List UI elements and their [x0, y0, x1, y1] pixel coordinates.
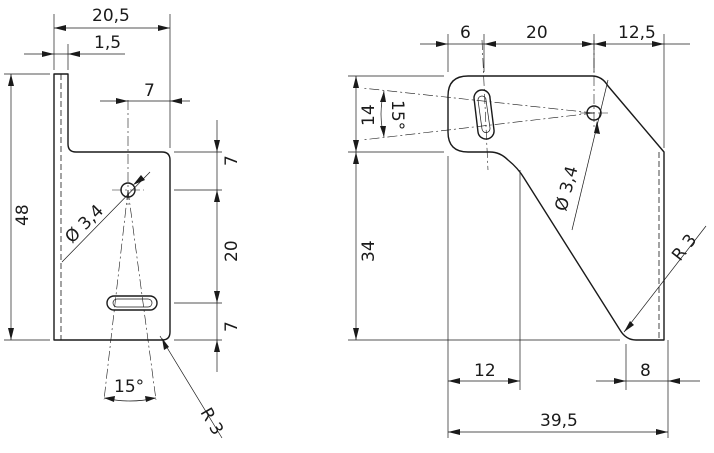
arrow [508, 378, 520, 384]
left-dim-bottom-gap: 7 [222, 321, 242, 332]
arrow [8, 328, 14, 340]
arrow [145, 396, 156, 402]
arrow [652, 41, 664, 47]
arrow [436, 41, 448, 47]
right-dim-spacing: 20 [526, 23, 548, 43]
right-view: 6 20 12,5 14 34 15° Ø 3,4 R 3 12 [348, 23, 707, 438]
arrow [214, 190, 220, 202]
arrow [8, 74, 14, 86]
right-slot [473, 89, 495, 140]
right-slot-inner [477, 95, 491, 133]
right-dim-height-top: 14 [359, 104, 379, 126]
arrow [353, 152, 359, 164]
right-dia-leader [571, 79, 609, 231]
right-dim-radius: R 3 [668, 231, 701, 265]
left-dim-angle: 15° [114, 377, 144, 397]
arrow [158, 25, 170, 31]
arrow [656, 429, 668, 435]
right-angle-ray-1 [361, 87, 595, 114]
left-angle-ray-2 [127, 189, 157, 401]
arrow [380, 91, 386, 102]
left-dim-diameter: Ø 3,4 [61, 201, 108, 248]
arrow [133, 175, 145, 185]
right-dim-bottom-offset: 12 [474, 361, 496, 381]
arrow [170, 98, 182, 104]
left-slot [106, 295, 158, 311]
left-dim-height: 48 [13, 204, 33, 226]
left-dim-thickness: 1,5 [94, 33, 121, 53]
arrow [353, 328, 359, 340]
arrow [448, 429, 460, 435]
right-radius-leader [623, 225, 707, 333]
right-dim-foot: 8 [640, 361, 651, 381]
arrow [594, 121, 600, 134]
left-dim-hole-offset: 7 [144, 81, 155, 101]
arrow [594, 41, 606, 47]
left-radius-leader [159, 335, 223, 439]
right-dim-total-width: 39,5 [540, 411, 578, 431]
left-slot-inner [112, 298, 153, 308]
right-angle-ray-2 [361, 112, 595, 141]
arrow [54, 25, 66, 31]
arrow [484, 41, 496, 47]
left-dim-radius: R 3 [196, 405, 227, 439]
arrow [214, 340, 220, 352]
left-part-outline [53, 73, 171, 341]
arrow [104, 396, 115, 402]
right-dim-slot-width: 6 [460, 23, 471, 43]
arrow [353, 140, 359, 152]
right-part-outline [447, 75, 665, 341]
arrow [668, 378, 680, 384]
left-view: 20,5 1,5 7 48 Ø 3,4 7 20 7 [4, 6, 242, 439]
left-dim-slot-spacing: 20 [222, 240, 242, 262]
arrow [68, 51, 80, 57]
arrow [582, 41, 594, 47]
arrow [353, 76, 359, 88]
left-angle-ray-1 [103, 189, 129, 401]
arrow [624, 321, 634, 332]
right-dim-angle: 15° [387, 100, 407, 130]
arrow [448, 378, 460, 384]
right-slot-centerline [481, 39, 489, 171]
left-dia-leader [61, 171, 151, 263]
left-dim-top-gap: 7 [222, 155, 242, 166]
arrow [214, 291, 220, 303]
arrow [162, 338, 169, 350]
arrow [116, 98, 128, 104]
right-dim-edge: 12,5 [618, 23, 656, 43]
right-dim-height-bottom: 34 [359, 240, 379, 262]
left-dim-width: 20,5 [92, 6, 130, 26]
arrow [380, 126, 386, 137]
arrow [614, 378, 626, 384]
arrow [42, 51, 54, 57]
arrow [214, 140, 220, 152]
